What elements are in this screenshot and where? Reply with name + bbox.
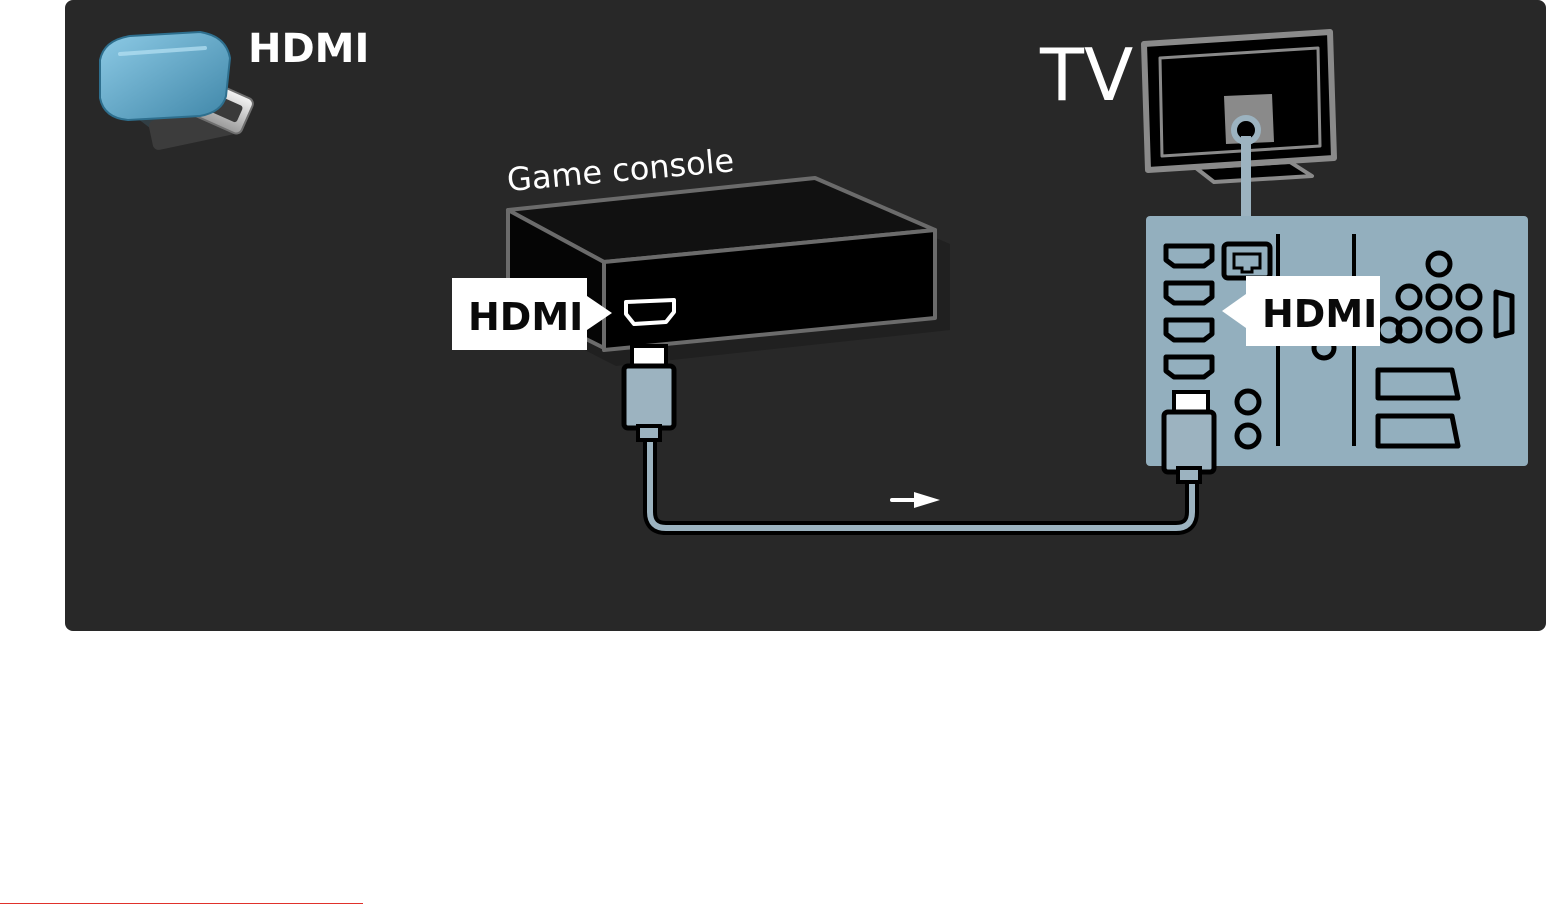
console-hdmi-label: HDMI — [468, 295, 583, 339]
console-hdmi-port-icon — [626, 300, 674, 324]
console-cable-plug-icon — [624, 346, 674, 440]
tv-hdmi-label: HDMI — [1262, 292, 1377, 336]
page-divider — [0, 903, 363, 904]
tv-label: TV — [1039, 33, 1133, 117]
legend-hdmi-label: HDMI — [248, 26, 369, 72]
